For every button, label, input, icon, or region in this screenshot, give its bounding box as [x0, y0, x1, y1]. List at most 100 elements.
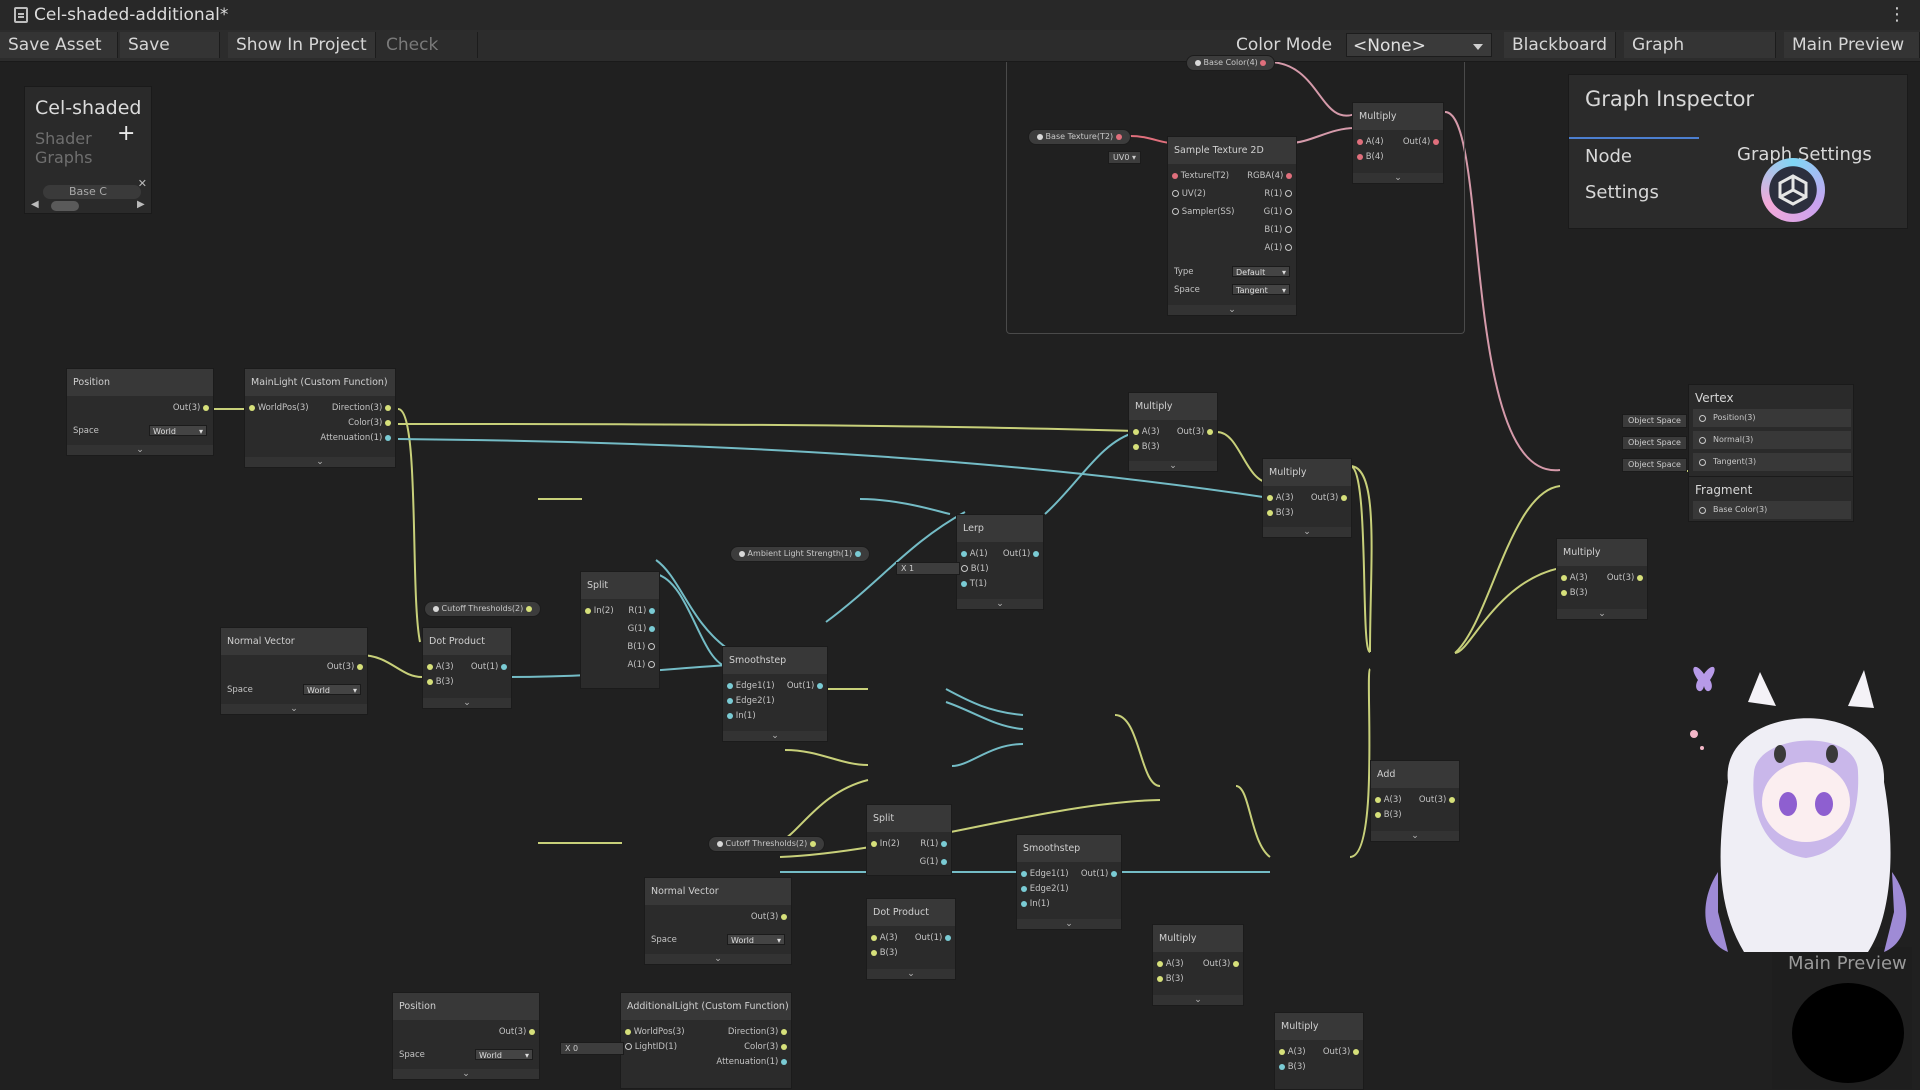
smoothstep-node[interactable]: Smoothstep Edge1(1) Edge2(1) In(1) Out(1…: [722, 646, 828, 742]
b-output-port[interactable]: B(1): [1264, 225, 1292, 235]
input-port[interactable]: In(2): [585, 606, 614, 616]
g-output-port[interactable]: G(1): [920, 857, 947, 867]
multiply-node[interactable]: Multiply A(3) B(3) Out(3) ⌄: [1556, 538, 1648, 620]
smoothstep-node[interactable]: Smoothstep Edge1(1) Edge2(1) In(1) Out(1…: [1016, 834, 1122, 930]
direction-output-port[interactable]: Direction(3): [728, 1027, 787, 1037]
uv-channel-dropdown[interactable]: UV0 ▾: [1108, 151, 1141, 164]
color-mode-dropdown[interactable]: <None>: [1346, 33, 1492, 57]
sampler-input-port[interactable]: Sampler(SS): [1172, 207, 1235, 217]
r-output-port[interactable]: R(1): [920, 839, 947, 849]
input-port-a[interactable]: A(3): [1561, 573, 1588, 583]
output-port[interactable]: Out(3): [173, 403, 209, 413]
input-port-b[interactable]: B(3): [1133, 442, 1160, 452]
vertex-tangent-slot[interactable]: Tangent(3): [1693, 453, 1851, 471]
multiply-node[interactable]: Multiply A(3) B(3) Out(3) ⌄: [1128, 392, 1218, 472]
normal-vector-node[interactable]: Normal Vector Out(3) Space World ⌄: [644, 877, 792, 965]
position-node[interactable]: Position Out(3) Space World ⌄: [66, 368, 214, 456]
chevron-down-icon[interactable]: ⌄: [645, 954, 791, 964]
base-color-property[interactable]: Base Color(4): [1186, 55, 1276, 71]
output-port[interactable]: Out(3): [1203, 959, 1239, 969]
output-port[interactable]: Out(1): [915, 933, 951, 943]
worldpos-input-port[interactable]: WorldPos(3): [625, 1027, 685, 1037]
output-port[interactable]: Out(3): [1177, 427, 1213, 437]
mainlight-custom-function-node[interactable]: MainLight (Custom Function) WorldPos(3) …: [244, 368, 396, 468]
split-node[interactable]: Split In(2) R(1) G(1): [866, 804, 952, 876]
input-port-a[interactable]: A(1): [961, 549, 988, 559]
input-port-a[interactable]: A(3): [427, 662, 454, 672]
graph-inspector-toggle-button[interactable]: Graph Inspector: [1624, 32, 1776, 81]
space-dropdown[interactable]: World: [303, 684, 361, 696]
output-port[interactable]: Out(1): [1003, 549, 1039, 559]
object-space-tag[interactable]: Object Space: [1622, 414, 1687, 428]
in-input-port[interactable]: In(1): [727, 711, 756, 721]
multiply-node[interactable]: Multiply A(3) B(3) Out(3) ⌄: [1152, 924, 1244, 1006]
color-output-port[interactable]: Color(3): [348, 418, 391, 428]
input-port-b[interactable]: B(3): [1157, 974, 1184, 984]
preview-sphere[interactable]: [1792, 983, 1904, 1083]
chevron-down-icon[interactable]: ⌄: [423, 698, 511, 708]
output-port[interactable]: Out(3): [751, 912, 787, 922]
additionallight-custom-function-node[interactable]: AdditionalLight (Custom Function) WorldP…: [620, 992, 792, 1089]
input-port-a[interactable]: A(3): [871, 933, 898, 943]
output-port[interactable]: Out(3): [499, 1027, 535, 1037]
input-port-t[interactable]: T(1): [961, 579, 987, 589]
tab-node-settings[interactable]: Node Settings: [1569, 137, 1699, 203]
dot-product-node[interactable]: Dot Product A(3) B(3) Out(1) ⌄: [422, 627, 512, 709]
save-as-button[interactable]: Save As...: [120, 32, 220, 81]
g-output-port[interactable]: G(1): [628, 624, 655, 634]
input-port-a[interactable]: A(3): [1267, 493, 1294, 503]
object-space-tag[interactable]: Object Space: [1622, 436, 1687, 450]
chevron-down-icon[interactable]: ⌄: [1129, 461, 1217, 471]
ambient-light-strength-property[interactable]: Ambient Light Strength(1): [730, 546, 870, 562]
sample-texture-2d-node[interactable]: Sample Texture 2D Texture(T2) UV(2) Samp…: [1167, 136, 1297, 316]
show-in-project-button[interactable]: Show In Project: [228, 32, 376, 58]
output-port[interactable]: Out(3): [1311, 493, 1347, 503]
output-port[interactable]: Out(1): [1081, 869, 1117, 879]
uv-input-port[interactable]: UV(2): [1172, 189, 1206, 199]
chevron-down-icon[interactable]: ⌄: [1153, 995, 1243, 1005]
input-port-a[interactable]: A(4): [1357, 137, 1384, 147]
object-space-tag[interactable]: Object Space: [1622, 458, 1687, 472]
lerp-node[interactable]: Lerp A(1) B(1) T(1) Out(1) ⌄: [956, 514, 1044, 610]
output-port[interactable]: Out(4): [1403, 137, 1439, 147]
color-output-port[interactable]: Color(3): [744, 1042, 787, 1052]
chevron-down-icon[interactable]: ⌄: [1017, 919, 1121, 929]
chevron-down-icon[interactable]: ⌄: [867, 969, 955, 979]
normal-vector-node[interactable]: Normal Vector Out(3) Space World ⌄: [220, 627, 368, 715]
input-port-b[interactable]: B(4): [1357, 152, 1384, 162]
output-port[interactable]: Out(3): [327, 662, 363, 672]
space-dropdown[interactable]: Tangent: [1232, 284, 1290, 296]
check-out-button[interactable]: Check Out: [378, 32, 478, 81]
input-port-b[interactable]: B(3): [1267, 508, 1294, 518]
save-asset-button[interactable]: Save Asset: [0, 32, 118, 58]
horizontal-scrollbar[interactable]: ◀ ▶: [27, 199, 151, 213]
main-preview-panel[interactable]: Main Preview: [1772, 947, 1912, 1089]
edge1-input-port[interactable]: Edge1(1): [727, 681, 775, 691]
graph-inspector-panel[interactable]: Graph Inspector Node Settings Graph Sett…: [1568, 74, 1908, 229]
lerp-b-inline-input[interactable]: X 1: [896, 562, 960, 575]
chevron-down-icon[interactable]: ⌄: [1371, 831, 1459, 841]
attenuation-output-port[interactable]: Attenuation(1): [320, 433, 391, 443]
chevron-down-icon[interactable]: ⌄: [245, 457, 395, 467]
input-port-a[interactable]: A(3): [1133, 427, 1160, 437]
vertex-position-slot[interactable]: Position(3): [1693, 409, 1851, 427]
input-port-b[interactable]: B(3): [1375, 810, 1402, 820]
scroll-left-icon[interactable]: ◀: [31, 199, 39, 210]
main-preview-toggle-button[interactable]: Main Preview: [1784, 32, 1920, 58]
output-port[interactable]: Out(1): [471, 662, 507, 672]
direction-output-port[interactable]: Direction(3): [332, 403, 391, 413]
input-port-b[interactable]: B(1): [961, 564, 989, 574]
a-output-port[interactable]: A(1): [1264, 243, 1292, 253]
multiply-node-top[interactable]: Multiply A(4) B(4) Out(4) ⌄: [1352, 102, 1444, 184]
input-port[interactable]: In(2): [871, 839, 900, 849]
output-port[interactable]: Out(3): [1419, 795, 1455, 805]
input-port-a[interactable]: A(3): [1157, 959, 1184, 969]
dot-product-node[interactable]: Dot Product A(3) B(3) Out(1) ⌄: [866, 898, 956, 980]
input-port-b[interactable]: B(3): [427, 677, 454, 687]
chevron-down-icon[interactable]: ⌄: [393, 1069, 539, 1079]
edge1-input-port[interactable]: Edge1(1): [1021, 869, 1069, 879]
chevron-down-icon[interactable]: ⌄: [723, 731, 827, 741]
vertex-context[interactable]: Vertex Position(3) Normal(3) Tangent(3): [1688, 384, 1854, 478]
input-port-b[interactable]: B(3): [1279, 1062, 1306, 1072]
chevron-down-icon[interactable]: ⌄: [1168, 305, 1296, 315]
